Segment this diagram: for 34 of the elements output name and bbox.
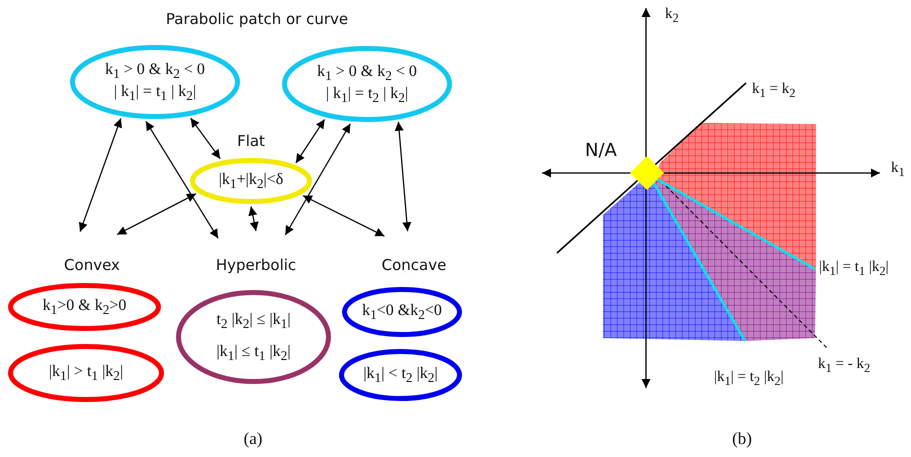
condition-formula: |k$_{1}$| < t$_{2}$ |k$_{2}$|	[363, 364, 438, 386]
panel-label: (b)	[732, 430, 752, 449]
double-arrow	[302, 195, 385, 237]
category-label: Convex	[64, 256, 120, 274]
double-arrow	[248, 206, 259, 232]
category-label: Concave	[382, 256, 446, 274]
line-label: k$_{1}$ = k$_{2}$	[752, 81, 796, 101]
condition-formula: |k$_{1}$| ≤ t$_{1}$ |k$_{2}$|	[216, 342, 291, 364]
line-label: |k$_{1}$| = t$_{1}$ |k$_{2}$|	[819, 259, 889, 279]
double-arrow	[145, 120, 219, 239]
double-arrow	[284, 124, 351, 236]
condition-formula: t$_{2}$ |k$_{2}$| ≤ |k$_{1}$|	[216, 310, 291, 332]
double-arrow	[190, 118, 221, 160]
line-label: |k$_{1}$| = t$_{2}$ |k$_{2}$|	[714, 369, 784, 389]
condition-formula: |k$_{1}$+|k$_{2}$|<δ	[218, 170, 284, 192]
double-arrow	[78, 118, 122, 232]
group-heading: Parabolic patch or curve	[166, 11, 348, 28]
condition-formula: | k$_{1}$| = t$_{2}$ | k$_{2}$|	[326, 84, 408, 106]
double-arrow	[394, 122, 412, 232]
double-arrow	[116, 193, 196, 236]
condition-formula: |k$_{1}$| > t$_{1}$ |k$_{2}$|	[48, 362, 124, 384]
line-label: k$_{1}$ = - k$_{2}$	[818, 356, 870, 376]
condition-formula: k$_{1}$<0 &k$_{2}$<0	[362, 300, 442, 324]
panel-label: (a)	[244, 430, 262, 449]
condition-formula: k$_{1}$ > 0 & k$_{2}$ < 0	[317, 62, 417, 84]
category-label: Hyperbolic	[216, 256, 296, 274]
double-arrow	[295, 119, 326, 164]
condition-formula: k$_{1}$>0 & k$_{2}$>0	[42, 296, 126, 318]
category-label: Flat	[237, 132, 265, 150]
condition-formula: k$_{1}$ > 0 & k$_{2}$ < 0	[105, 60, 205, 82]
condition-formula: | k$_{1}$| = t$_{1}$ | k$_{2}$|	[114, 82, 196, 104]
region-label: N/A	[585, 141, 617, 161]
axis-label: k$_{2}$	[665, 6, 679, 26]
axis-label: k$_{1}$	[891, 160, 905, 180]
